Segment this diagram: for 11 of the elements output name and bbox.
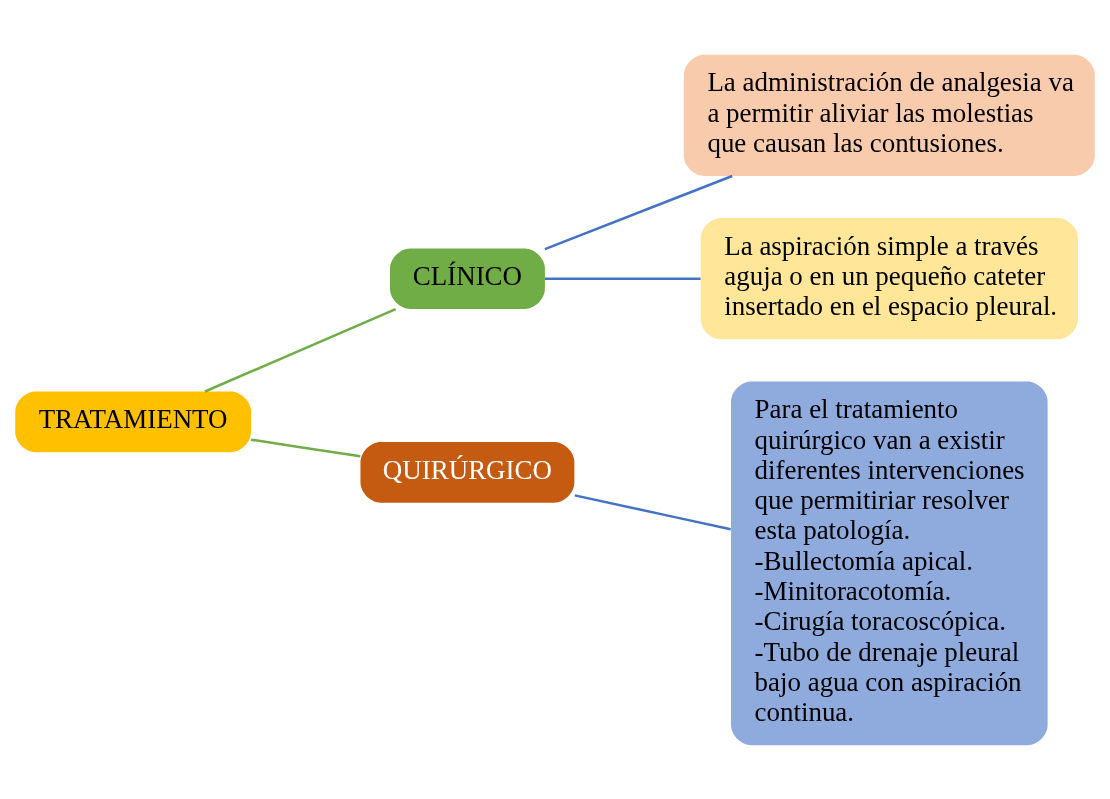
node-box: TRATAMIENTO — [15, 391, 251, 452]
node-box: QUIRÚRGICO — [360, 441, 575, 503]
connector — [544, 276, 701, 280]
connector — [204, 307, 397, 393]
connector — [574, 493, 731, 530]
node-box: La administración de analgesia va a permitir aliviar las molestias que causan las contusiones. — [683, 54, 1095, 176]
connector — [250, 437, 361, 458]
connector — [544, 174, 733, 250]
node-box: CLÍNICO — [389, 247, 545, 309]
node-box: Para el tratamiento quirúrgico van a existir diferentes intervenciones que permitiriar resolver esta patología. -Bullectomía apical. -Minitoracotomía. -Cirugía toracoscópica. -Tubo de drenaje pleural bajo agua con aspiración continua. — [731, 380, 1048, 745]
node-box: La aspiración simple a través aguja o en un pequeño cateter insertado en el espacio pleural. — [700, 217, 1078, 339]
